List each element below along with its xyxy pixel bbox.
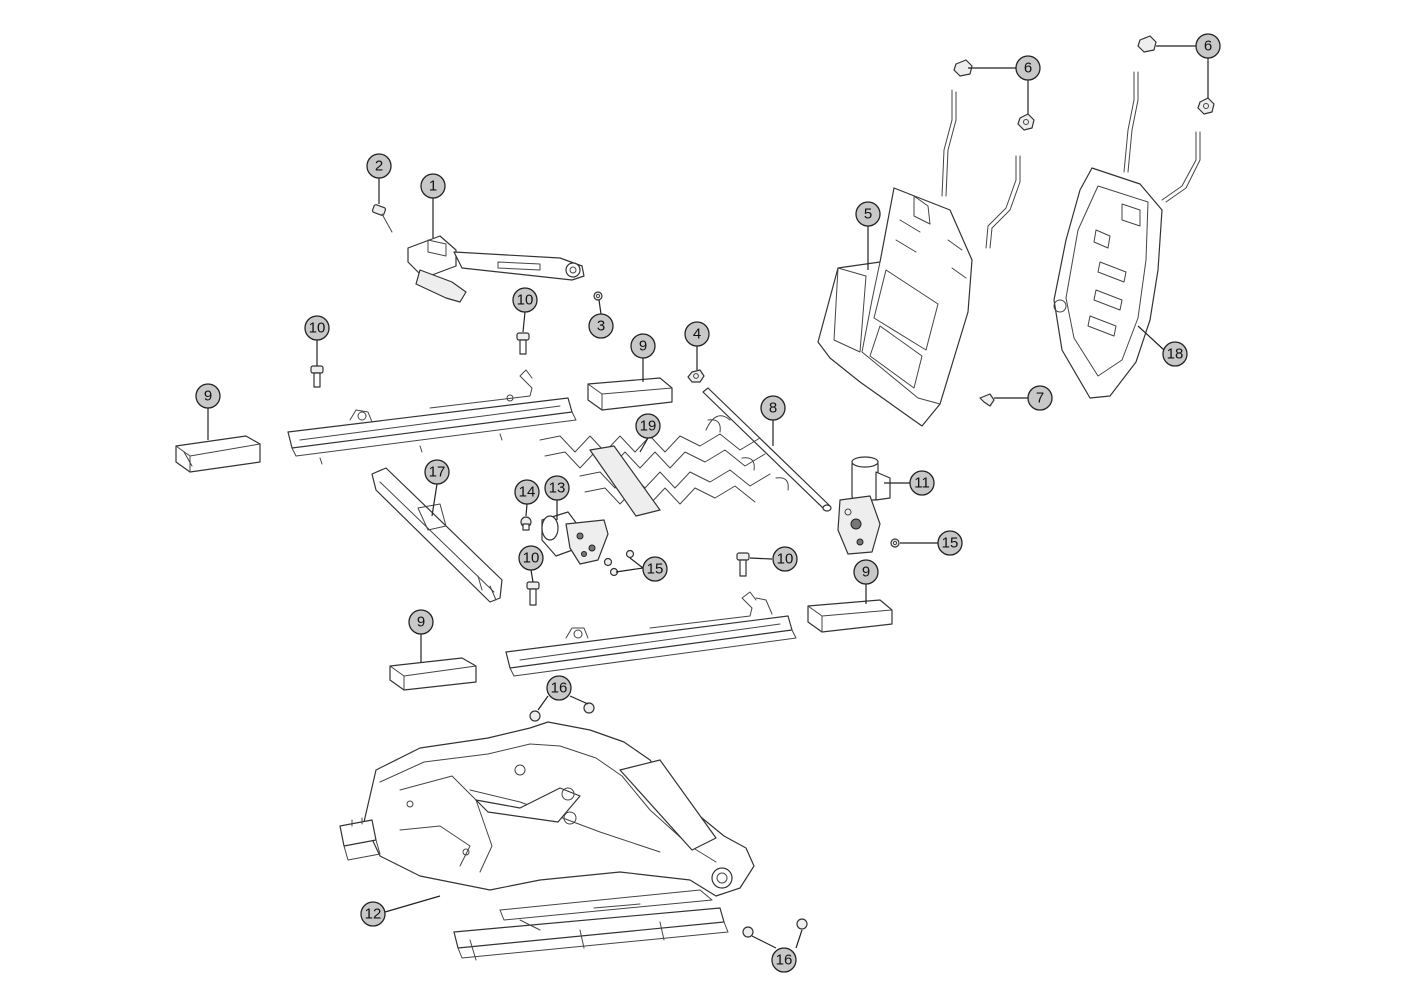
svg-text:10: 10 <box>777 551 794 568</box>
callout-14: 14 <box>514 479 540 505</box>
part-clip-7 <box>979 393 995 407</box>
svg-text:6: 6 <box>1024 60 1032 77</box>
callout-15a: 15 <box>642 556 668 582</box>
part-screw-3 <box>593 291 603 301</box>
svg-text:9: 9 <box>639 338 647 355</box>
svg-text:14: 14 <box>519 484 536 501</box>
svg-text:17: 17 <box>429 464 446 481</box>
callout-6b: 6 <box>1195 33 1221 59</box>
callout-10c: 10 <box>518 545 544 571</box>
part-screws-15a <box>603 549 635 577</box>
callout-16b: 16 <box>771 947 797 973</box>
callout-2: 2 <box>366 153 392 179</box>
callout-16a: 16 <box>546 675 572 701</box>
part-bolt-10b <box>310 365 324 388</box>
callout-9c: 9 <box>853 559 879 585</box>
svg-text:16: 16 <box>776 952 793 969</box>
svg-text:15: 15 <box>942 535 959 552</box>
part-track-17 <box>371 467 503 603</box>
part-cover-9c <box>807 599 893 633</box>
svg-text:9: 9 <box>417 614 425 631</box>
part-bolt-2 <box>371 204 393 233</box>
callout-17: 17 <box>424 459 450 485</box>
callout-18: 18 <box>1162 341 1188 367</box>
part-rod-8 <box>702 387 832 512</box>
callout-4: 4 <box>684 321 710 347</box>
part-backrest-frame-5 <box>817 89 1021 427</box>
callout-9d: 9 <box>408 609 434 635</box>
leader-lines <box>207 45 1209 949</box>
part-nut-4 <box>687 369 705 383</box>
part-screw-14 <box>520 516 532 531</box>
callout-10a: 10 <box>512 287 538 313</box>
svg-text:5: 5 <box>864 206 872 223</box>
part-screws-16a <box>529 702 595 722</box>
part-seat-rail-lower <box>505 591 797 677</box>
part-motor-actuator-1 <box>407 235 585 303</box>
svg-text:19: 19 <box>640 418 657 435</box>
part-cover-9d <box>389 657 477 691</box>
svg-text:8: 8 <box>769 400 777 417</box>
part-bolt-10a <box>516 332 530 355</box>
part-spring-mat-19 <box>539 415 789 517</box>
callout-11: 11 <box>909 470 935 496</box>
part-bolt-10c <box>526 581 540 606</box>
svg-text:7: 7 <box>1036 390 1044 407</box>
svg-text:6: 6 <box>1204 38 1212 55</box>
callout-1: 1 <box>420 173 446 199</box>
part-gearbox-11 <box>837 456 891 555</box>
svg-text:9: 9 <box>862 564 870 581</box>
svg-text:4: 4 <box>693 326 701 343</box>
part-cover-9a <box>175 435 261 473</box>
part-cover-9b <box>587 377 673 411</box>
svg-text:16: 16 <box>551 680 568 697</box>
svg-text:10: 10 <box>517 292 534 309</box>
callout-8: 8 <box>760 395 786 421</box>
svg-text:15: 15 <box>647 561 664 578</box>
callout-5: 5 <box>855 201 881 227</box>
callout-3: 3 <box>588 313 614 339</box>
part-screw-15b <box>890 538 900 548</box>
callout-6a: 6 <box>1015 55 1041 81</box>
callout-15b: 15 <box>937 530 963 556</box>
svg-text:18: 18 <box>1167 346 1184 363</box>
callout-9a: 9 <box>195 383 221 409</box>
part-backrest-panel-18 <box>1053 71 1201 399</box>
svg-text:2: 2 <box>375 158 383 175</box>
part-seat-base-12 <box>339 721 755 961</box>
svg-text:10: 10 <box>309 320 326 337</box>
callout-7: 7 <box>1027 385 1053 411</box>
svg-text:9: 9 <box>204 388 212 405</box>
svg-text:13: 13 <box>549 480 566 497</box>
callout-9b: 9 <box>630 333 656 359</box>
part-screws-16b <box>742 918 808 938</box>
svg-text:10: 10 <box>523 550 540 567</box>
part-seat-rail-upper <box>287 369 577 465</box>
svg-text:1: 1 <box>429 178 437 195</box>
svg-text:3: 3 <box>597 318 605 335</box>
svg-text:11: 11 <box>914 475 930 492</box>
svg-text:12: 12 <box>365 906 382 923</box>
callout-19: 19 <box>635 413 661 439</box>
callout-10d: 10 <box>772 546 798 572</box>
callout-10b: 10 <box>304 315 330 341</box>
part-motor-13 <box>541 511 609 565</box>
callout-13: 13 <box>544 475 570 501</box>
part-bolt-10d <box>736 552 750 577</box>
callout-12: 12 <box>360 901 386 927</box>
